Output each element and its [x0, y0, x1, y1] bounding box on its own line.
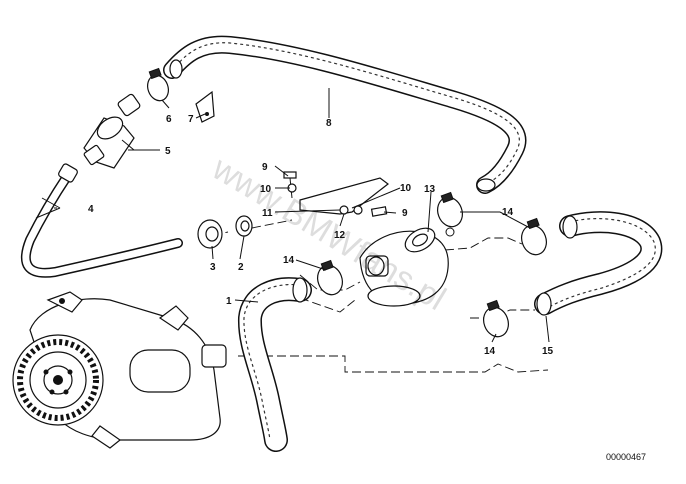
air-pump: [12, 291, 227, 449]
hose-part-8: [163, 35, 527, 194]
valve-part-5: [83, 93, 141, 169]
clamp-part-14-left: [317, 259, 343, 296]
callout-8: 8: [326, 118, 332, 129]
clamp-part-14-upper: [437, 191, 463, 228]
callout-11: 11: [262, 208, 273, 219]
callout-2: 2: [238, 262, 244, 273]
clamp-part-14-lower: [483, 299, 509, 338]
callout-9-right: 9: [402, 208, 408, 219]
sleeve-part-2: [235, 215, 253, 237]
callout-7: 7: [188, 114, 194, 125]
callout-14-right: 14: [502, 207, 514, 218]
callout-15: 15: [542, 346, 554, 357]
hose-part-1: [237, 277, 312, 452]
callout-13: 13: [424, 184, 436, 195]
callout-14-lower: 14: [484, 346, 496, 357]
callout-3: 3: [210, 262, 216, 273]
callout-10-right: 10: [400, 183, 412, 194]
leader-lines: [35, 88, 550, 343]
bracket-part-7: [195, 90, 215, 123]
callout-5: 5: [165, 146, 171, 157]
clamp-part-14-right: [521, 217, 547, 256]
housing-part-13: [359, 227, 455, 307]
callout-10-left: 10: [260, 184, 272, 195]
callouts: 1 2 3 4 5 6 7 8 9 9 10 10 11 12 13 14 14…: [88, 114, 554, 357]
pipe-part-4: [21, 163, 183, 278]
callout-6: 6: [166, 114, 172, 125]
diagram-id: 00000467: [606, 452, 646, 462]
callout-1: 1: [226, 296, 232, 307]
mounting-bracket: [283, 171, 389, 217]
nut-part-3: [197, 219, 223, 249]
hose-part-15: [534, 211, 663, 316]
callout-4: 4: [88, 204, 94, 215]
callout-12: 12: [334, 230, 346, 241]
callout-14-left: 14: [283, 255, 295, 266]
callout-9-upper: 9: [262, 162, 268, 173]
